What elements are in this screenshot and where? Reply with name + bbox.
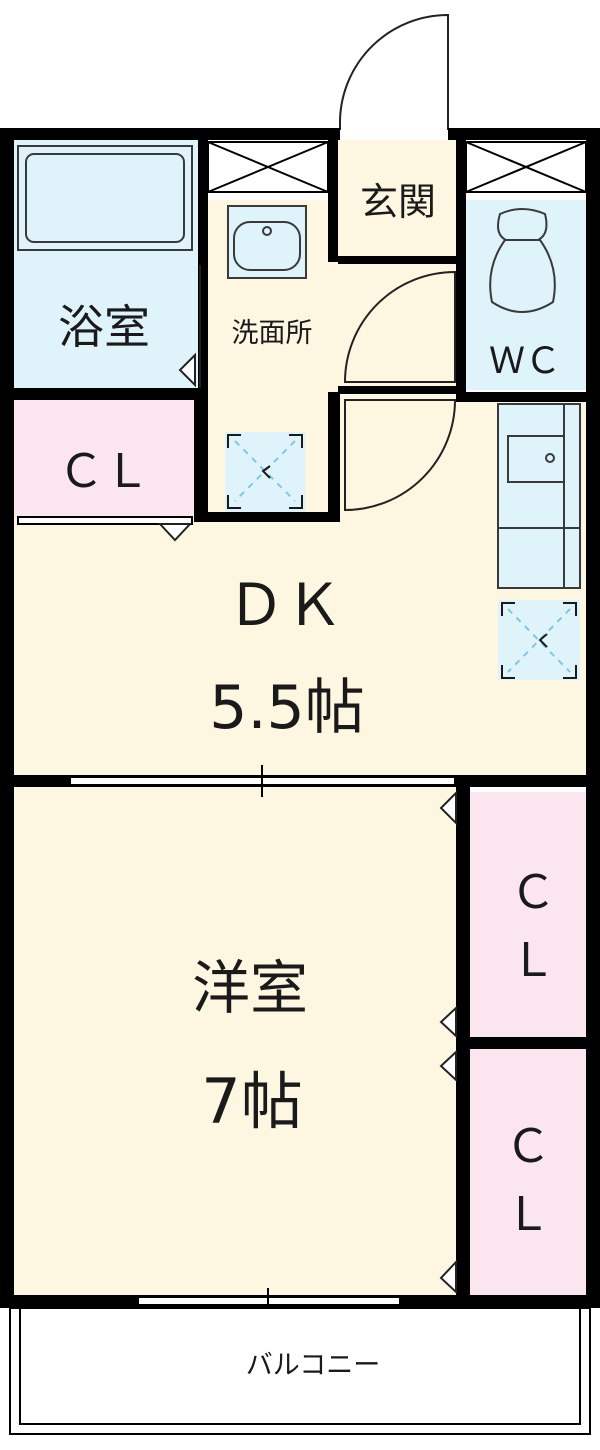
western-fill <box>12 785 462 1295</box>
washroom-label: 洗面所 <box>232 318 313 349</box>
kitchen-vent-icon <box>501 602 577 679</box>
entrance-label: 玄関 <box>360 180 436 224</box>
closet-right-upper-label-l: Ｌ <box>510 933 556 987</box>
western-size-label: 7帖 <box>201 1065 302 1138</box>
toilet-icon <box>489 208 556 313</box>
dk-label: ＤＫ <box>227 571 343 639</box>
bath-label: 浴室 <box>58 300 150 354</box>
kitchen-sink-icon <box>498 404 580 588</box>
washroom-door-arc <box>343 270 456 383</box>
washroom-lower-door-arc <box>344 399 457 512</box>
balcony-label: バルコニー <box>246 1350 380 1381</box>
entrance-door-arc <box>339 13 449 130</box>
closet-right-lower-label-c: Ｃ <box>505 1119 551 1173</box>
closet-right-upper-fill <box>468 792 588 1037</box>
top-windows <box>207 141 587 193</box>
closet-top-label: ＣＬ <box>58 444 150 498</box>
closet-top-sliding-door <box>17 516 193 525</box>
western-label: 洋室 <box>192 954 308 1022</box>
walls <box>0 128 600 1308</box>
closet-right-upper-label-c: Ｃ <box>510 865 556 919</box>
closet-right-lower-label-l: Ｌ <box>505 1187 551 1241</box>
closet-right-lower-fill <box>468 1048 588 1295</box>
closet-top-pink <box>12 400 198 518</box>
toilet-label: ＷＣ <box>489 341 561 382</box>
wash-basin-icon <box>227 205 307 279</box>
balcony-inner <box>19 1307 581 1425</box>
dk-western-sliding-door <box>69 765 456 797</box>
kitchen-counter-fill <box>497 403 581 589</box>
washroom-vent-icon <box>227 434 303 509</box>
dk-size-label: 5.5帖 <box>209 673 364 743</box>
door-marks <box>157 265 457 1295</box>
bathtub-icon <box>17 145 193 251</box>
entrance-fill <box>338 140 460 260</box>
